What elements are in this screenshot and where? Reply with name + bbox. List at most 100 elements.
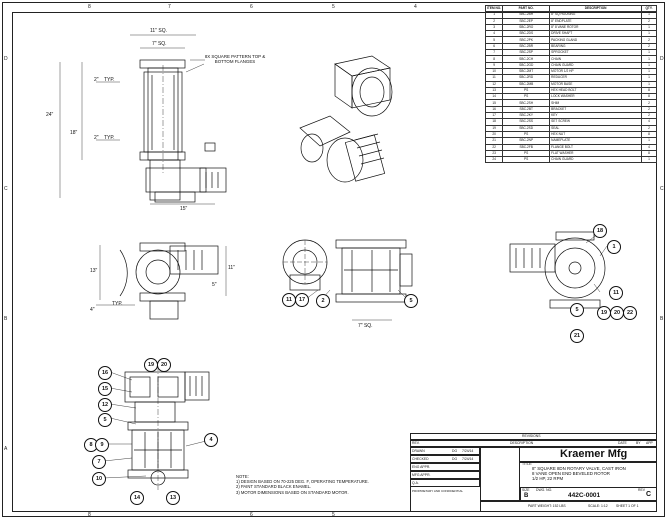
- bom-part-no: SBC-2RO: [502, 23, 551, 32]
- bom-qty: 1: [641, 61, 657, 69]
- balloon-7: 7: [92, 455, 106, 469]
- tb-bottom-row: [480, 501, 657, 512]
- zone-top-6: 6: [250, 4, 253, 10]
- tb-label-qa: Q.A.: [412, 481, 419, 485]
- balloon-18: 18: [593, 224, 607, 238]
- balloon-11-right: 11: [609, 286, 623, 300]
- balloon-14: 14: [130, 491, 144, 505]
- dim-typ-2: TYP.: [104, 135, 115, 141]
- rev-col-by: BY: [636, 441, 641, 445]
- zone-side-b-right: B: [660, 316, 664, 322]
- tb-label-drawn: DRAWN: [412, 449, 425, 453]
- bom-item-no: 15: [484, 99, 504, 107]
- balloon-13: 13: [166, 491, 180, 505]
- bom-part-no: SBC-2SS: [502, 118, 551, 126]
- company-name: Kraemer Mfg: [560, 448, 628, 460]
- dim-top-width: 11" SQ.: [150, 28, 167, 34]
- bom-qty: 2: [641, 17, 657, 25]
- dim-end-height: 11": [228, 265, 235, 271]
- zone-side-c-right: C: [660, 186, 664, 192]
- bom-qty: 1: [641, 23, 657, 32]
- balloon-20: 20: [157, 358, 171, 372]
- bom-qty: 1: [641, 67, 657, 76]
- bom-part-no: PS: [502, 86, 551, 95]
- bom-qty: 4: [641, 118, 657, 126]
- bom-qty: 8: [641, 86, 657, 95]
- bom-part-no: PS: [502, 93, 551, 101]
- tb-rev: C: [646, 491, 652, 498]
- tb-dwg-no: 442C-0001: [568, 492, 601, 499]
- bom-item-no: 10: [484, 67, 504, 76]
- balloon-8: 8: [84, 438, 98, 452]
- dim-base-width: 15": [180, 206, 188, 212]
- bom-qty: 1: [641, 11, 657, 19]
- zone-top-4: 4: [414, 4, 417, 10]
- sheet-border-outer: [2, 2, 665, 517]
- bom-description: CHAIN GUARD: [549, 156, 642, 164]
- balloon-19: 19: [144, 358, 158, 372]
- tb-dwg-row: [520, 487, 657, 501]
- bom-part-no: SBC-2MB: [502, 80, 551, 88]
- zone-bottom-8: 8: [88, 512, 91, 518]
- note-line-1: 1) DESIGN BASED ON 70-225 DEG. F, OPERAT…: [236, 479, 369, 485]
- tb-mid-col: [480, 447, 520, 501]
- front-view: [59, 34, 227, 205]
- isometric-view: [299, 55, 393, 183]
- bom-item-no: 3: [484, 23, 504, 32]
- tb-proprietary: PROPRIETARY AND CONFIDENTIAL: [412, 489, 464, 493]
- bom-qty: 1: [641, 74, 657, 82]
- bom-item-no: 24: [484, 156, 504, 164]
- balloon-20-right: 20: [610, 306, 624, 320]
- tb-label-mfg: MFG APPR.: [412, 473, 431, 477]
- tb-checked-name: DG: [452, 457, 458, 461]
- zone-top-5: 5: [332, 4, 335, 10]
- bom-qty: 8: [641, 93, 657, 101]
- bom-item-no: 14: [484, 93, 504, 101]
- bom-part-no: SBC-2GD: [502, 61, 551, 69]
- bom-part-no: SBC-2BT: [502, 105, 551, 114]
- dim-end-bottom: 7" SQ.: [358, 323, 373, 329]
- tb-title-line-3: 1/2 HP, 22 RPM: [532, 476, 564, 481]
- tb-row-drawn: [410, 447, 480, 455]
- revisions-header: [410, 433, 657, 440]
- rev-col-rev: REV.: [412, 441, 420, 445]
- bom-item-no: 11: [484, 74, 504, 82]
- bom-qty: 2: [641, 99, 657, 107]
- bom-item-no: 1: [484, 11, 504, 19]
- balloon-15: 15: [98, 382, 112, 396]
- zone-top-7: 7: [168, 4, 171, 10]
- note-line-3: 3) MOTOR DIMENSIONS BASED ON STANDARD MO…: [236, 489, 349, 495]
- balloon-19-right: 19: [597, 306, 611, 320]
- rev-col-description: DESCRIPTION: [510, 441, 534, 445]
- sheet-border-inner: [12, 12, 657, 512]
- tb-label-checked: CHECKED: [412, 457, 429, 461]
- tb-part-weight: PART WEIGHT: 152 LBS: [528, 504, 566, 508]
- revisions-columns: [410, 440, 657, 447]
- tb-row-qa: [410, 479, 480, 487]
- tb-title-line-2: 8 VANE OPEN END BEVELED ROTOR: [532, 471, 610, 476]
- zone-bottom-5: 5: [332, 512, 335, 518]
- balloon-5-right: 5: [570, 303, 584, 317]
- zone-side-a: A: [4, 446, 8, 452]
- dim-mid-small: 5": [212, 282, 217, 288]
- tb-drawn-name: DG: [452, 449, 458, 453]
- bom-item-no: 13: [484, 86, 504, 95]
- title-block: REVISIONS REV. DESCRIPTION DATE BY APP D…: [410, 433, 657, 512]
- balloon-1: 1: [607, 240, 621, 254]
- rev-col-app: APP: [646, 441, 653, 445]
- bom-part-no: PS: [502, 156, 551, 164]
- balloon-2: 2: [316, 294, 330, 308]
- balloon-21: 21: [570, 329, 584, 343]
